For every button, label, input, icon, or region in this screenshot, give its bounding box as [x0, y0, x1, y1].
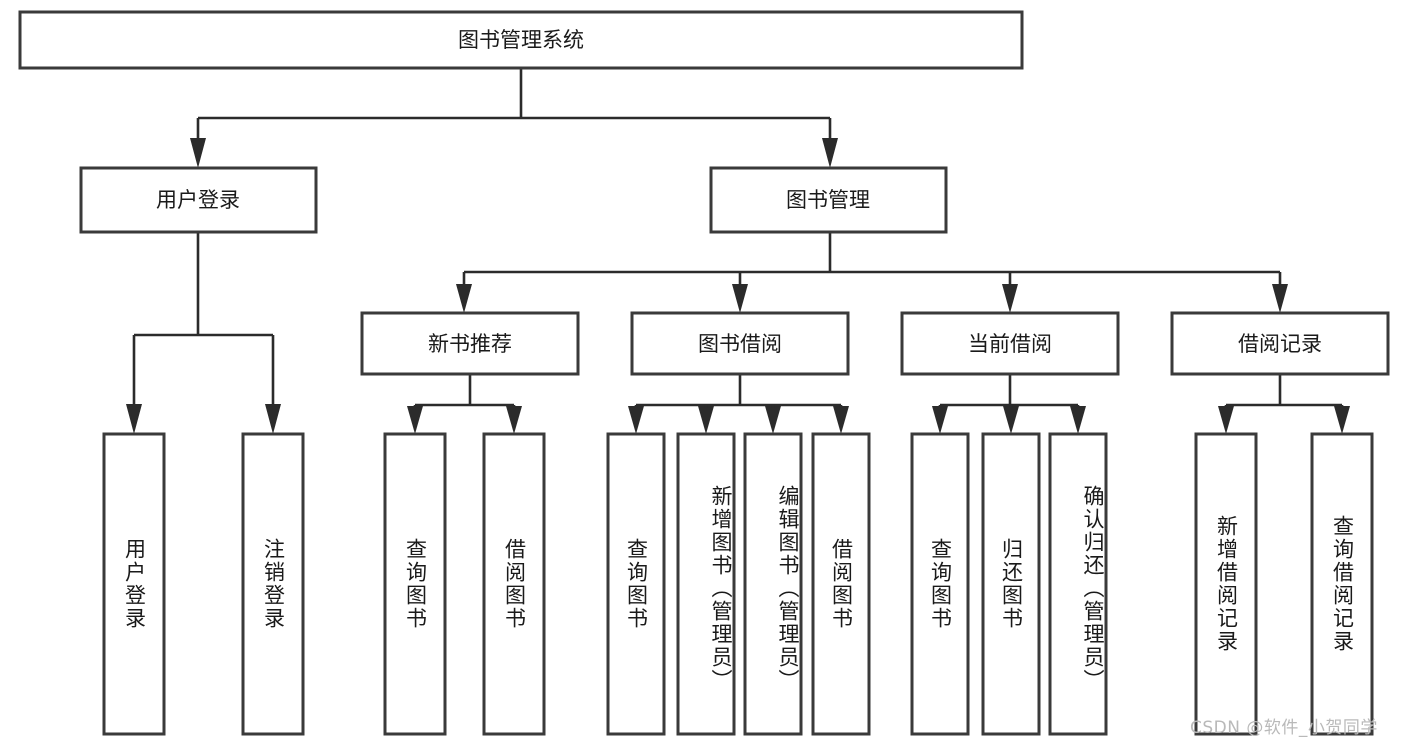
node-box-user-logout[interactable]: [241, 432, 305, 736]
connector-group-book-manage-to-level3: [456, 232, 1288, 313]
arrow-head-br-query-record: [1334, 406, 1350, 434]
node-box-bb-query-book[interactable]: [606, 432, 666, 736]
node-box-book-manage[interactable]: [709, 166, 948, 234]
node-box-new-book-recommend[interactable]: [360, 311, 580, 376]
connector-group-new-book-recommend-to-leaves: [407, 374, 522, 434]
node-label-book-borrow: 图书借阅: [698, 332, 782, 356]
node-box-user-login[interactable]: [79, 166, 318, 234]
node-box-current-borrow[interactable]: [900, 311, 1120, 376]
arrow-head-borrow-record: [1272, 284, 1288, 313]
arrow-head-user-login: [190, 138, 206, 168]
node-label-borrow-record: 借阅记录: [1238, 332, 1322, 356]
arrow-head-new-book-recommend: [456, 284, 472, 313]
node-box-book-borrow[interactable]: [630, 311, 850, 376]
node-box-nb-borrow-book[interactable]: [482, 432, 546, 736]
arrow-head-user-logout: [265, 404, 281, 434]
connector-group-root-to-level2: [190, 68, 838, 168]
node-label-book-manage: 图书管理: [786, 188, 870, 212]
node-box-bb-edit-book[interactable]: [743, 432, 803, 736]
node-label-current-borrow: 当前借阅: [968, 332, 1052, 356]
arrow-head-cb-confirm-return: [1070, 406, 1086, 434]
connector-group-current-borrow-to-leaves: [932, 374, 1086, 434]
node-box-cb-return-book[interactable]: [981, 432, 1041, 736]
arrow-head-current-borrow: [1002, 284, 1018, 313]
node-label-user-login: 用户登录: [156, 188, 240, 212]
arrow-head-book-manage: [822, 138, 838, 168]
arrow-head-br-add-record: [1218, 406, 1234, 434]
node-box-user-login-do[interactable]: [102, 432, 166, 736]
node-label-new-book-recommend: 新书推荐: [428, 332, 512, 356]
connector-group-borrow-record-to-leaves: [1218, 374, 1350, 434]
arrow-head-bb-add-book: [698, 406, 714, 434]
node-box-bb-borrow-book[interactable]: [811, 432, 871, 736]
node-box-root[interactable]: [18, 10, 1024, 70]
arrow-head-bb-borrow-book: [833, 406, 849, 434]
node-box-br-add-record[interactable]: [1194, 432, 1258, 736]
node-box-nb-query-book[interactable]: [383, 432, 447, 736]
connector-group-book-borrow-to-leaves: [628, 374, 849, 434]
connector-group-user-login-to-leaves: [126, 232, 281, 434]
node-box-br-query-record[interactable]: [1310, 432, 1374, 736]
arrow-head-user-login-do: [126, 404, 142, 434]
node-box-bb-add-book[interactable]: [676, 432, 736, 736]
node-box-borrow-record[interactable]: [1170, 311, 1390, 376]
node-box-cb-query-book[interactable]: [910, 432, 970, 736]
watermark-text: CSDN @软件_小贺同学: [1190, 718, 1378, 738]
arrow-head-nb-borrow-book: [506, 406, 522, 434]
arrow-head-nb-query-book: [407, 406, 423, 434]
arrow-head-bb-edit-book: [765, 406, 781, 434]
node-label-root: 图书管理系统: [458, 28, 584, 52]
arrow-head-cb-query-book: [932, 406, 948, 434]
node-box-cb-confirm-return[interactable]: [1048, 432, 1108, 736]
arrow-head-bb-query-book: [628, 406, 644, 434]
arrow-head-book-borrow: [732, 284, 748, 313]
arrow-head-cb-return-book: [1003, 406, 1019, 434]
